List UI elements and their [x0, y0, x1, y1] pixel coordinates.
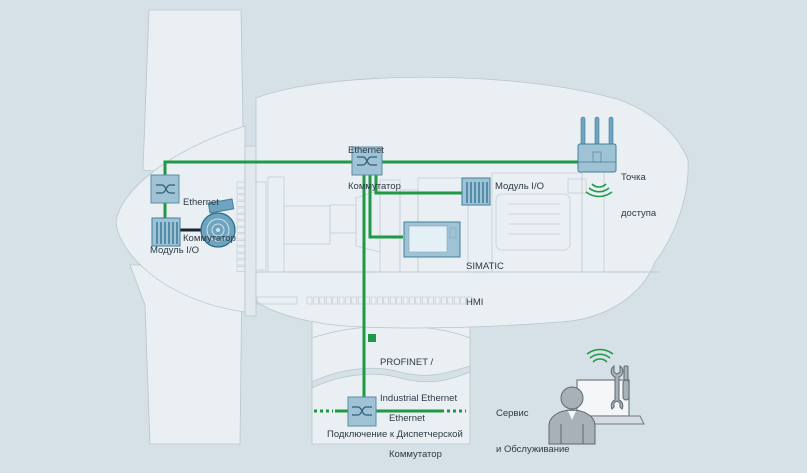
pitch-motor-icon — [200, 198, 236, 248]
vent-slot — [396, 296, 402, 305]
ladder-rung — [236, 194, 246, 201]
cable-hub-to-main — [163, 160, 352, 175]
vent-slot — [447, 296, 454, 305]
ladder-rung — [236, 253, 246, 259]
ladder-rung — [236, 214, 246, 220]
vent-grill — [306, 296, 473, 305]
hub-ethernet-switch — [150, 174, 180, 204]
ladder-rung — [236, 220, 246, 227]
simatic-hmi-panel — [403, 221, 461, 258]
vent-slot — [409, 296, 415, 305]
vent-slot — [460, 296, 466, 305]
cable-main-to-io — [374, 174, 462, 195]
ladder-rung — [236, 201, 246, 207]
hub-flange — [244, 145, 257, 317]
ladder-rung — [236, 240, 246, 246]
vent-slot — [319, 296, 326, 305]
vent-slot — [389, 296, 396, 305]
service-technician-icon — [548, 379, 645, 445]
tools-icon — [610, 364, 630, 410]
vent-slot — [428, 296, 434, 305]
wireless-signal-icon — [585, 183, 613, 198]
label-line: Коммутатор — [183, 233, 236, 244]
access-point-icon — [577, 116, 617, 173]
label-line: Сервис — [496, 408, 529, 419]
ladder-rung — [236, 266, 246, 272]
label-line: PROFINET / — [380, 357, 434, 368]
ladder-rung — [236, 246, 246, 253]
vent-slot — [338, 296, 345, 305]
label-line: Коммутатор — [389, 449, 442, 460]
vent-slot — [325, 296, 332, 305]
label-line: и Обслуживание — [496, 444, 570, 455]
vent-slot — [466, 296, 473, 305]
ladder-rung — [236, 227, 246, 233]
label-line: HMI — [466, 297, 484, 308]
hub-io-label: Модуль I/O — [150, 245, 199, 256]
label-line: доступа — [621, 208, 657, 219]
vent-slot — [313, 296, 319, 305]
vent-slot — [441, 296, 447, 305]
ladder-rung — [236, 233, 246, 240]
vent-slot — [415, 296, 422, 305]
ladder-rung — [236, 207, 246, 214]
label-line: Industrial Ethernet — [380, 393, 458, 404]
vent-slot — [453, 296, 460, 305]
vent-slot — [370, 296, 377, 305]
vent-slot — [306, 296, 313, 305]
main-switch-label: Ethernet Коммутатор — [348, 121, 401, 205]
hub-switch-label: Ethernet Коммутатор — [183, 173, 236, 257]
legend-label: PROFINET / Industrial Ethernet — [380, 333, 457, 417]
ladder-rung — [236, 188, 246, 194]
hub-ladder — [236, 181, 246, 272]
wind-turbine-network-diagram: Ethernet Коммутатор Модуль I/O Ethernet … — [115, 9, 689, 460]
label-line: Ethernet — [389, 413, 425, 424]
legend-swatch — [368, 334, 376, 342]
profinet-cables — [163, 160, 578, 413]
vent-slot — [383, 296, 390, 305]
access-point-label: Точка доступа — [621, 148, 656, 232]
vent-slot — [332, 296, 338, 305]
hub-io-module — [151, 217, 181, 247]
control-room-label: Подключение к Диспетчерской — [327, 429, 463, 440]
cable-main-to-hmi — [368, 174, 403, 239]
tower-wave-2 — [311, 365, 471, 389]
vent-slot — [421, 296, 428, 305]
label-line: Ethernet — [348, 145, 384, 156]
vent-slot — [402, 296, 409, 305]
main-ethernet-switch — [351, 146, 383, 176]
tower-ethernet-switch — [347, 396, 377, 427]
vent-slot — [345, 296, 351, 305]
ladder-rung — [236, 181, 246, 188]
vent-slot — [351, 296, 358, 305]
service-label: Сервис и Обслуживание — [496, 384, 570, 468]
hmi-label: SIMATIC HMI — [466, 237, 504, 321]
service-wireless-icon — [586, 348, 614, 363]
vent-slot — [434, 296, 441, 305]
vent-slot — [377, 296, 383, 305]
nacelle-io-module — [461, 177, 491, 206]
diagram-canvas — [115, 9, 689, 445]
nacelle-io-label: Модуль I/O — [495, 181, 544, 192]
label-line: Точка — [621, 172, 646, 183]
label-line: Ethernet — [183, 197, 219, 208]
ladder-rung — [236, 259, 246, 266]
nacelle-slot — [256, 296, 298, 305]
label-line: SIMATIC — [466, 261, 504, 272]
label-line: Коммутатор — [348, 181, 401, 192]
